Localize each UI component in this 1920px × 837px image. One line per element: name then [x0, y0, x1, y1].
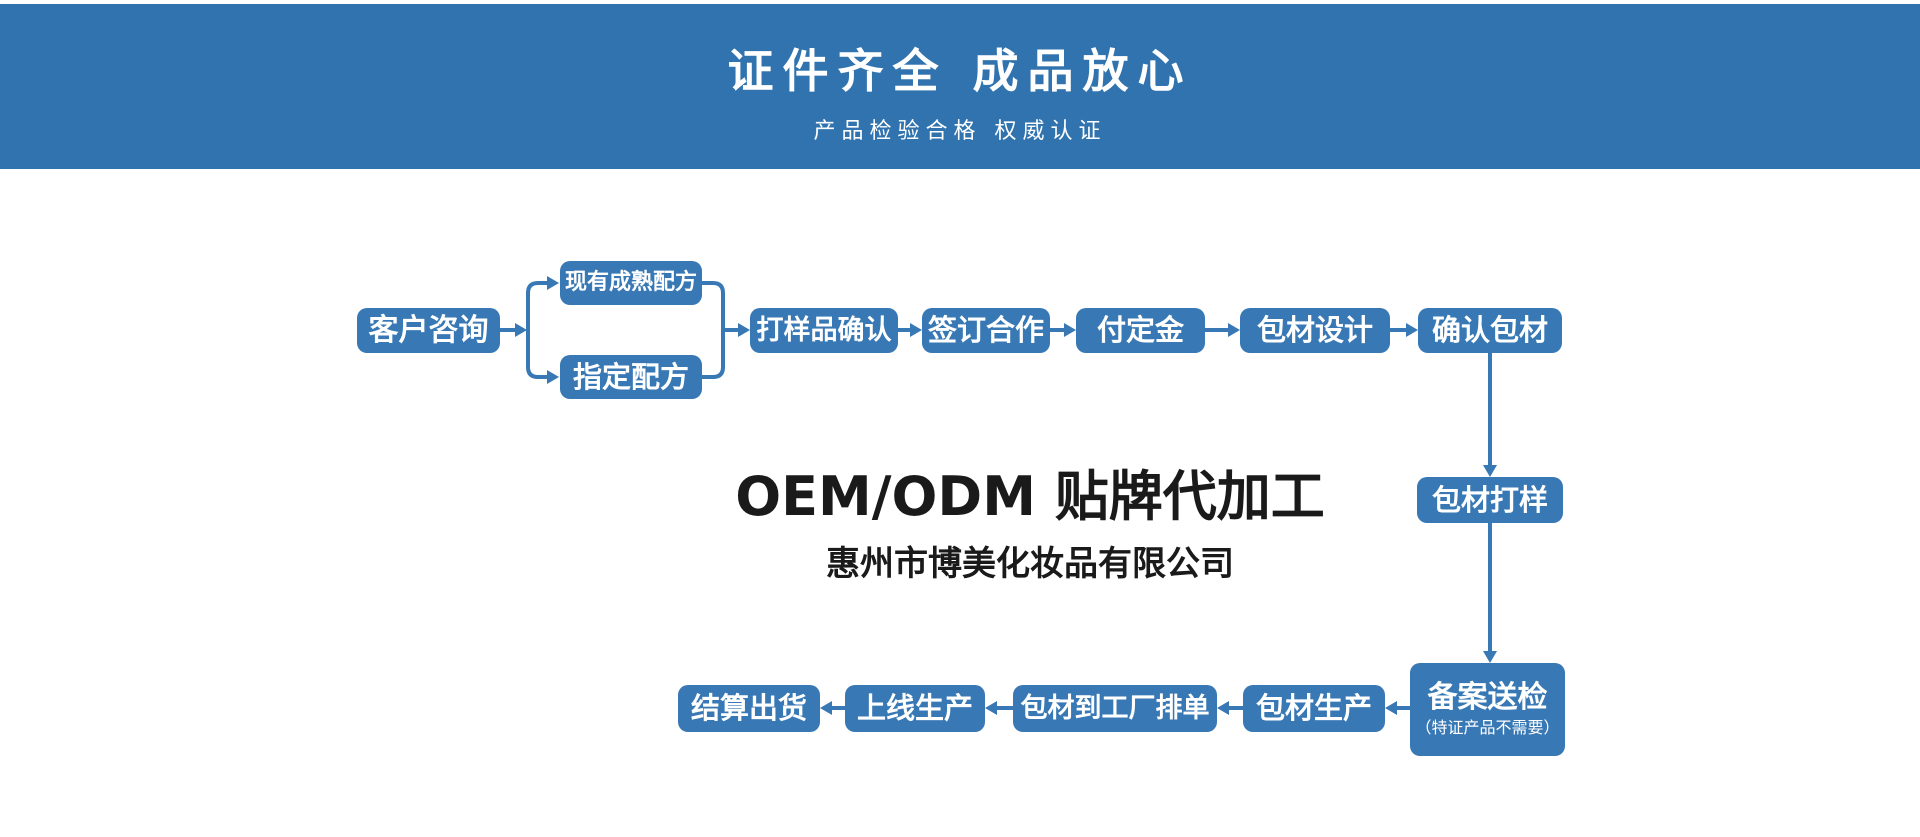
arrow-filing-to-packprod: [1385, 701, 1410, 715]
center-title-block: OEM/ODM 贴牌代加工 惠州市博美化妆品有限公司: [700, 465, 1360, 585]
header-title: 证件齐全 成品放心: [727, 44, 1193, 98]
flow-node-confirm-packaging: 确认包材: [1418, 308, 1562, 353]
arrow-online-to-settle: [820, 701, 845, 715]
arrow-packsample-to-filing: [1483, 523, 1497, 663]
arrow-sign-to-deposit: [1050, 323, 1076, 337]
arrow-deposit-to-design: [1205, 323, 1240, 337]
flow-node-packaging-production: 包材生产: [1243, 685, 1385, 732]
arrow-packprod-to-schedule: [1217, 701, 1243, 715]
flow-node-sign-contract: 签订合作: [922, 308, 1050, 353]
arrow-design-to-confirm: [1390, 323, 1418, 337]
branch-merge-connector: [702, 281, 750, 379]
flow-node-settlement-shipping: 结算出货: [678, 685, 820, 732]
flow-node-sample-confirm: 打样品确认: [750, 308, 898, 353]
arrow-customer-to-branch: [500, 323, 527, 337]
header-banner: 证件齐全 成品放心 产品检验合格 权威认证: [0, 4, 1920, 169]
flow-node-packaging-sample: 包材打样: [1417, 477, 1563, 523]
flow-node-filing-inspection: 备案送检 （特证产品不需要）: [1410, 663, 1565, 756]
flow-node-pay-deposit: 付定金: [1076, 308, 1205, 353]
flow-node-customer-inquiry: 客户咨询: [357, 308, 500, 353]
flow-node-online-production: 上线生产: [845, 685, 985, 732]
flow-node-custom-formula: 指定配方: [560, 355, 702, 399]
flow-node-factory-scheduling: 包材到工厂排单: [1013, 685, 1217, 732]
flow-node-packaging-design: 包材设计: [1240, 308, 1390, 353]
filing-label: 备案送检: [1427, 680, 1548, 715]
branch-split-connector: [526, 276, 559, 384]
flow-node-existing-formula: 现有成熟配方: [560, 261, 702, 305]
arrow-confirm-to-packsample: [1483, 353, 1497, 477]
filing-note: （特证产品不需要）: [1415, 718, 1560, 737]
arrow-sample-to-sign: [898, 323, 922, 337]
oem-odm-title: OEM/ODM 贴牌代加工: [735, 465, 1325, 528]
company-name: 惠州市博美化妆品有限公司: [826, 544, 1234, 585]
header-subtitle: 产品检验合格 权威认证: [813, 119, 1107, 145]
arrow-schedule-to-online: [985, 701, 1013, 715]
